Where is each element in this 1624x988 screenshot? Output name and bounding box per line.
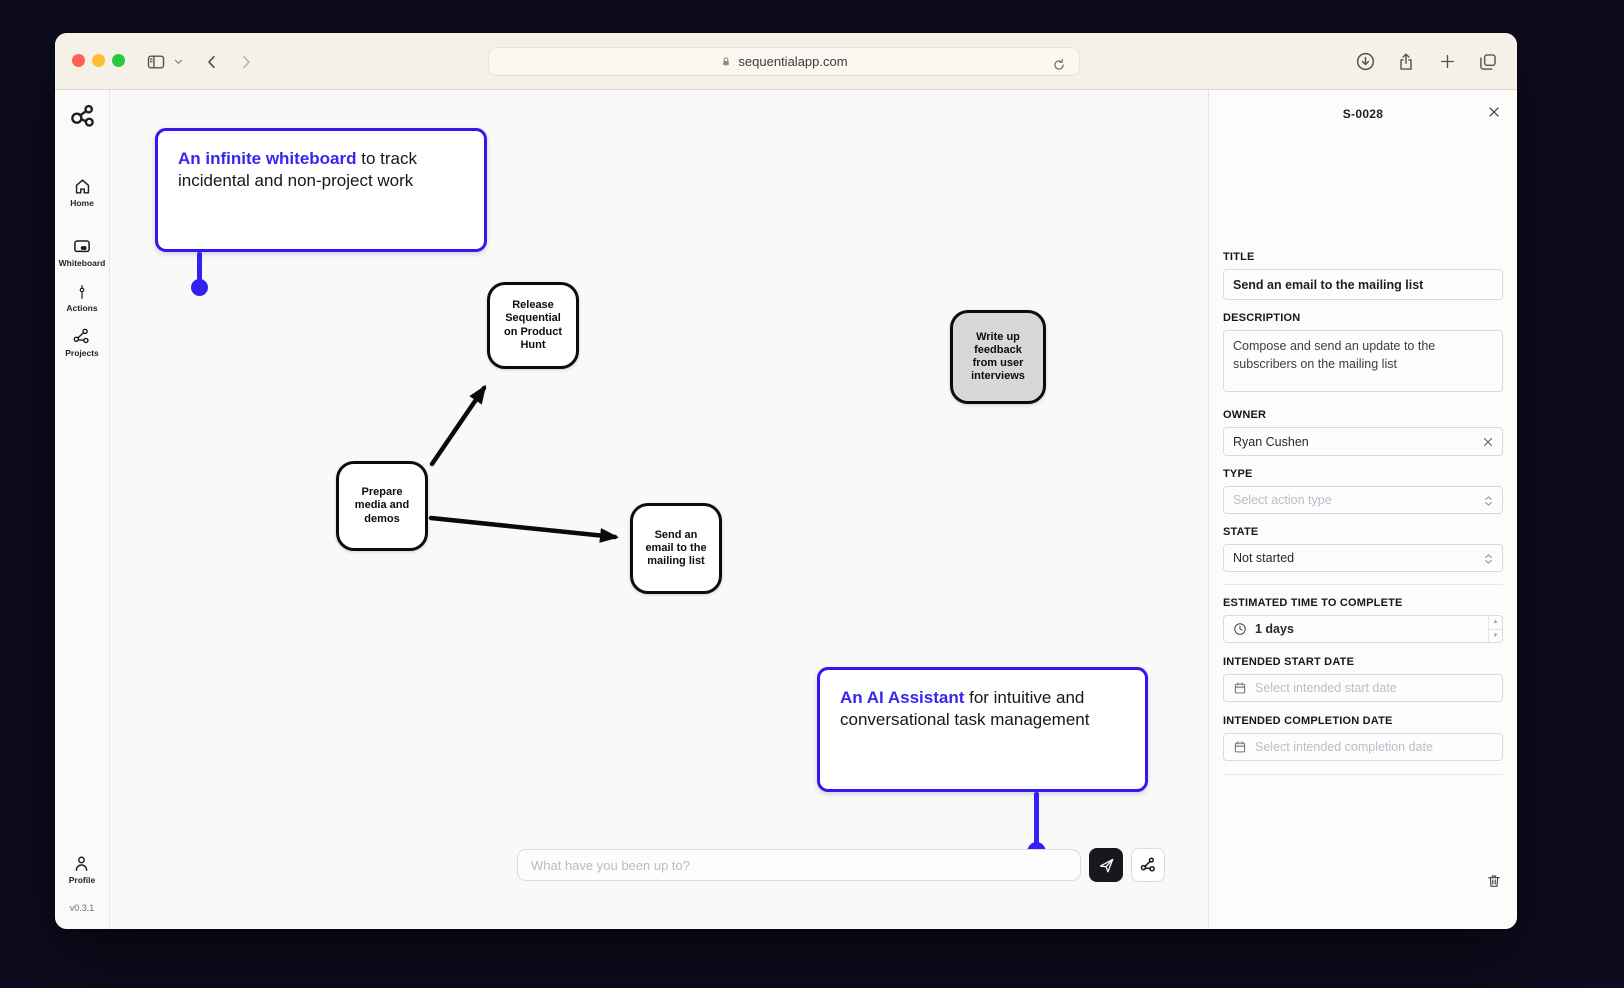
edge-arrows (428, 384, 619, 543)
sidebar-item-profile[interactable]: Profile (69, 854, 95, 885)
estimate-field[interactable]: 1 days ▲▼ (1223, 615, 1503, 643)
share-icon[interactable] (1393, 49, 1419, 75)
refresh-icon[interactable] (1046, 52, 1072, 78)
assistant-chat-input[interactable] (517, 849, 1081, 881)
type-select[interactable]: Select action type (1223, 486, 1503, 514)
clock-icon (1233, 622, 1247, 636)
new-tab-icon[interactable] (1434, 49, 1460, 75)
owner-field[interactable]: Ryan Cushen (1223, 427, 1503, 456)
completion-date-field[interactable]: Select intended completion date (1223, 733, 1503, 761)
download-icon[interactable] (1352, 49, 1378, 75)
callout-pointer-line (197, 252, 202, 282)
app-sidebar: Home Whiteboard Actions Projects Profile… (55, 90, 110, 929)
zoom-window-button[interactable] (112, 54, 125, 67)
node-write-feedback[interactable]: Write up feedback from user interviews (950, 310, 1046, 404)
back-icon[interactable] (199, 49, 225, 75)
browser-toolbar: sequentialapp.com (55, 33, 1517, 90)
title-label: TITLE (1223, 251, 1255, 263)
callout-infinite-whiteboard: An infinite whiteboard to track incident… (155, 128, 487, 252)
node-label: Send an email to the mailing list (645, 528, 707, 568)
whiteboard-icon (74, 240, 90, 253)
action-id: S-0028 (1342, 107, 1384, 121)
sidebar-item-label: Home (70, 198, 94, 208)
callout-pointer-dot (191, 279, 208, 296)
sidebar-item-label: Projects (65, 348, 99, 358)
calendar-icon (1233, 740, 1247, 754)
node-label: Write up feedback from user interviews (971, 330, 1025, 383)
close-window-button[interactable] (72, 54, 85, 67)
sidebar-item-whiteboard[interactable]: Whiteboard (58, 236, 106, 268)
state-select[interactable]: Not started (1223, 544, 1503, 572)
callout-pointer-line (1034, 792, 1039, 847)
callout-highlight: An infinite whiteboard (178, 149, 357, 168)
type-label: TYPE (1223, 468, 1253, 480)
sidebar-item-actions[interactable]: Actions (66, 283, 98, 313)
sidebar-item-label: Profile (68, 875, 96, 885)
sidebar-item-label: Whiteboard (58, 258, 106, 268)
owner-value: Ryan Cushen (1233, 434, 1309, 449)
state-label: STATE (1223, 526, 1259, 538)
profile-icon (76, 856, 88, 871)
node-label: Prepare media and demos (354, 486, 410, 525)
address-bar[interactable]: sequentialapp.com (488, 47, 1080, 76)
forward-icon[interactable] (233, 49, 259, 75)
title-input[interactable] (1223, 269, 1503, 300)
node-prepare-media[interactable]: Prepare media and demos (336, 461, 428, 551)
browser-window: sequentialapp.com (55, 33, 1517, 929)
start-date-field[interactable]: Select intended start date (1223, 674, 1503, 702)
action-details-panel: S-0028 TITLE DESCRIPTION Compose and sen… (1208, 90, 1517, 929)
callout-text: to track incidental and non-project work (178, 149, 417, 191)
lock-icon (720, 55, 732, 68)
estimate-label: ESTIMATED TIME TO COMPLETE (1223, 597, 1403, 609)
trash-icon[interactable] (1486, 873, 1502, 889)
completion-date-placeholder: Select intended completion date (1255, 740, 1433, 754)
minimize-window-button[interactable] (92, 54, 105, 67)
description-input[interactable]: Compose and send an update to the subscr… (1223, 330, 1503, 392)
owner-label: OWNER (1223, 409, 1267, 421)
send-icon (1099, 858, 1113, 872)
edge-prepare-to-release (429, 384, 487, 467)
whiteboard-canvas[interactable]: An infinite whiteboard to track incident… (110, 90, 1208, 929)
state-value: Not started (1233, 551, 1295, 565)
sidebar-item-projects[interactable]: Projects (65, 327, 99, 358)
panel-divider (1223, 584, 1503, 585)
calendar-icon (1233, 681, 1247, 695)
app-version: v0.3.1 (69, 903, 95, 913)
app-logo-icon[interactable] (69, 103, 96, 135)
clear-owner-icon[interactable] (1482, 436, 1494, 448)
node-release-product-hunt[interactable]: Release Sequential on Product Hunt (487, 282, 579, 369)
node-label: Release Sequential on Product Hunt (503, 299, 563, 351)
assistant-actions-button[interactable] (1131, 848, 1165, 882)
callout-ai-assistant: An AI Assistant for intuitive and conver… (817, 667, 1148, 792)
description-label: DESCRIPTION (1223, 312, 1301, 324)
panel-divider (1223, 774, 1503, 775)
select-chevrons-icon (1482, 552, 1495, 566)
node-send-email[interactable]: Send an email to the mailing list (630, 503, 722, 594)
projects-icon (74, 328, 90, 344)
actions-icon (79, 285, 85, 299)
select-chevrons-icon (1482, 494, 1495, 508)
start-date-placeholder: Select intended start date (1255, 681, 1397, 695)
edge-prepare-to-email (428, 515, 619, 543)
estimate-stepper[interactable]: ▲▼ (1488, 616, 1502, 642)
sidebar-item-label: Actions (66, 303, 98, 313)
callout-text: for intuitive and conversational task ma… (840, 688, 1090, 730)
traffic-lights (72, 54, 125, 67)
url-text: sequentialapp.com (738, 54, 848, 69)
tabs-icon[interactable] (1475, 49, 1501, 75)
close-icon[interactable] (1487, 105, 1501, 119)
chevron-down-icon[interactable] (169, 49, 187, 75)
sidebar-toggle-icon[interactable] (143, 49, 169, 75)
stepper-up-icon[interactable]: ▲ (1489, 616, 1502, 630)
completion-date-label: INTENDED COMPLETION DATE (1223, 715, 1393, 727)
assistant-nodes-icon (1140, 857, 1155, 872)
estimate-value: 1 days (1255, 622, 1294, 636)
start-date-label: INTENDED START DATE (1223, 656, 1355, 668)
send-button[interactable] (1089, 848, 1123, 882)
type-placeholder: Select action type (1233, 493, 1332, 507)
stepper-down-icon[interactable]: ▼ (1492, 632, 1499, 639)
home-icon (75, 179, 89, 194)
sidebar-item-home[interactable]: Home (70, 177, 94, 208)
callout-highlight: An AI Assistant (840, 688, 965, 707)
